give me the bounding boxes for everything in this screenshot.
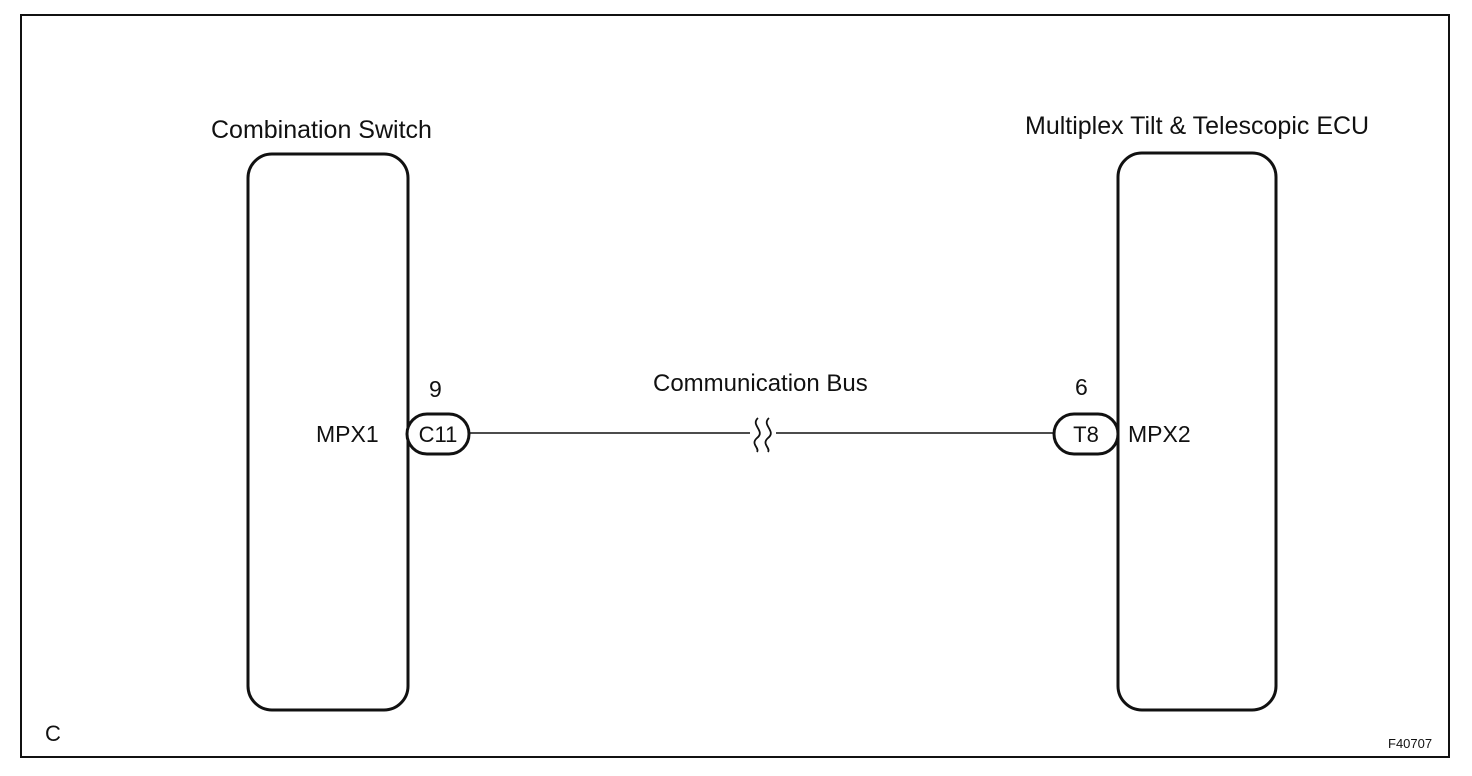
right-pin-number: 6 — [1075, 374, 1088, 400]
combination-switch-title: Combination Switch — [211, 116, 432, 144]
left-pin-name-mpx1: MPX1 — [316, 421, 379, 447]
communication-bus-label: Communication Bus — [653, 370, 868, 397]
right-pin-name-mpx2: MPX2 — [1128, 421, 1191, 447]
figure-id: F40707 — [1388, 736, 1433, 751]
ecu-title: Multiplex Tilt & Telescopic ECU — [1025, 112, 1370, 140]
corner-letter: C — [45, 721, 61, 746]
connector-t8-label: T8 — [1073, 422, 1099, 447]
wire-break-symbol — [750, 417, 776, 453]
diagram-frame — [20, 14, 1450, 758]
connector-t8: T8 — [1052, 412, 1120, 456]
left-pin-number: 9 — [429, 376, 442, 402]
connector-c11-label: C11 — [419, 422, 458, 447]
connector-c11: C11 — [405, 412, 471, 456]
